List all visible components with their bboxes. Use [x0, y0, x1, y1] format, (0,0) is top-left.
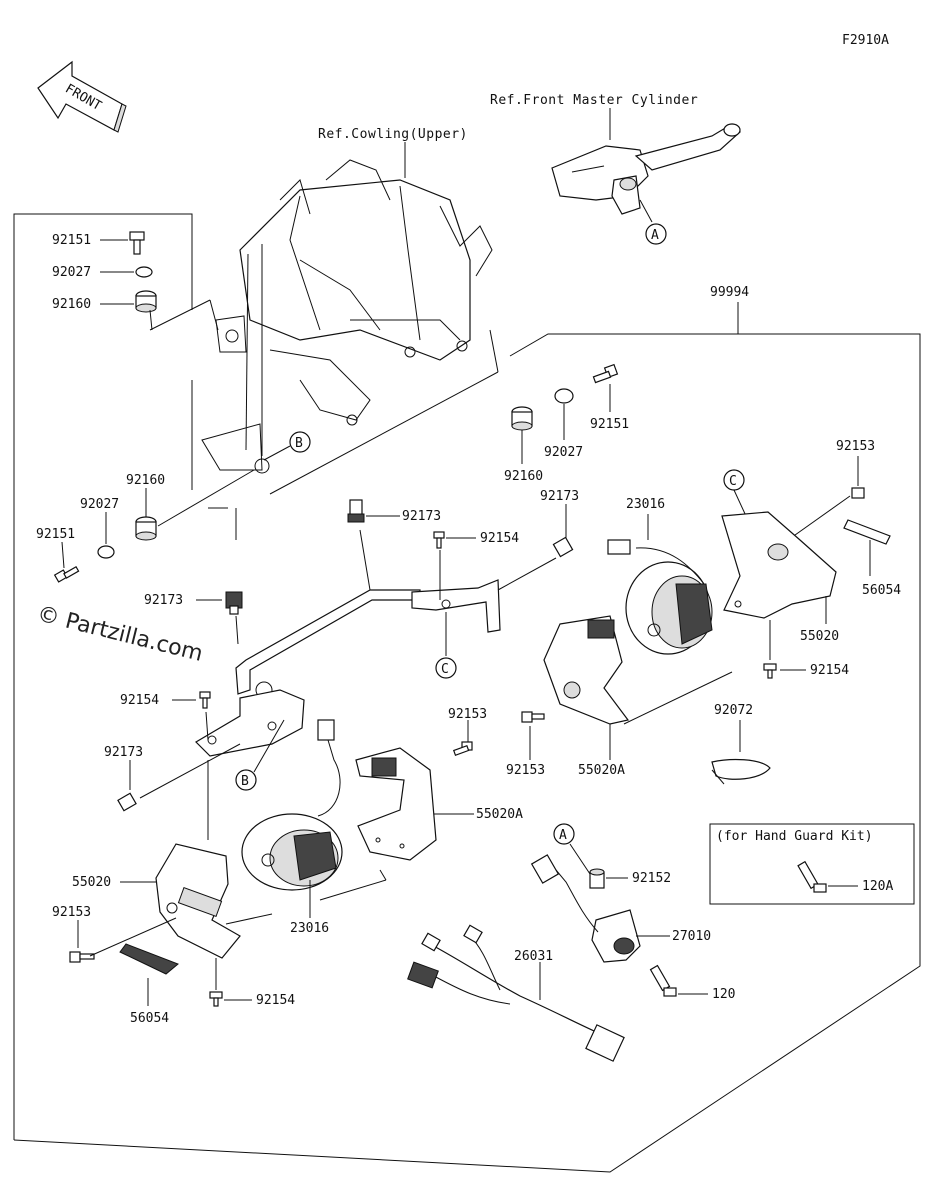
- bolt-92154-right-icon: [763, 663, 777, 679]
- svg-text:B: B: [241, 774, 249, 789]
- part-92160-right[interactable]: 92160: [504, 469, 543, 484]
- part-92173-left[interactable]: 92173: [144, 593, 183, 608]
- bolt-92151-icon: [129, 231, 145, 255]
- callout-c-mid: C: [435, 657, 457, 679]
- bolt-92154-left-icon: [199, 691, 211, 709]
- cable-tie-92072-icon: [711, 758, 771, 785]
- diagram-id: F2910A: [842, 33, 889, 48]
- reflector-56054-right: [843, 519, 891, 545]
- right-lamp-23016: [607, 539, 713, 655]
- part-55020-right[interactable]: 55020: [800, 629, 839, 644]
- part-92152[interactable]: 92152: [632, 871, 671, 886]
- right-lamp-housing-55020A: [543, 615, 630, 725]
- svg-text:C: C: [729, 474, 737, 489]
- part-92160-left[interactable]: 92160: [126, 473, 165, 488]
- switch-92173-right: [552, 536, 574, 558]
- ref-cowling-upper: Ref.Cowling(Upper): [318, 127, 468, 142]
- part-92154-top[interactable]: 92154: [480, 531, 519, 546]
- callout-b-top: B: [289, 431, 311, 453]
- part-92153-left[interactable]: 92153: [52, 905, 91, 920]
- part-26031[interactable]: 26031: [514, 949, 553, 964]
- bolt-92153-lower-icon: [521, 711, 545, 723]
- svg-text:B: B: [295, 436, 303, 451]
- bolt-120-icon: [649, 964, 677, 997]
- left-lamp-housing-55020: [155, 843, 241, 959]
- bolt-92153-mid-icon: [452, 741, 473, 756]
- bolt-92153-right-icon: [851, 487, 865, 499]
- cowling-frame-illustration: [201, 159, 493, 474]
- bolt-92154-bottom-icon: [209, 991, 223, 1007]
- part-92153-mid[interactable]: 92153: [448, 707, 487, 722]
- switch-27010: [530, 854, 641, 963]
- part-55020A-left[interactable]: 55020A: [476, 807, 523, 822]
- mounting-rail-illustration: [235, 529, 557, 699]
- part-92154-right[interactable]: 92154: [810, 663, 849, 678]
- part-92173-right[interactable]: 92173: [540, 489, 579, 504]
- callout-a-lower: A: [553, 823, 575, 845]
- callout-b-lower: B: [235, 769, 257, 791]
- callout-c-right: C: [723, 469, 745, 491]
- part-23016-right[interactable]: 23016: [626, 497, 665, 512]
- hand-guard-kit-label: (for Hand Guard Kit): [716, 829, 873, 844]
- bolt-120A-icon: [797, 860, 827, 893]
- master-cylinder-illustration: [551, 123, 741, 223]
- part-56054-left[interactable]: 56054: [130, 1011, 169, 1026]
- collar-92027-icon: [135, 266, 153, 278]
- part-92151-top[interactable]: 92151: [52, 233, 91, 248]
- grommet-92160-left-icon: [135, 516, 157, 541]
- part-92072[interactable]: 92072: [714, 703, 753, 718]
- grommet-92160-icon: [135, 290, 157, 313]
- part-92154-bottom[interactable]: 92154: [256, 993, 295, 1008]
- part-92154-left[interactable]: 92154: [120, 693, 159, 708]
- bolt-92151-left-icon: [53, 565, 80, 583]
- part-92153-lower[interactable]: 92153: [506, 763, 545, 778]
- watermark: © Partzilla.com: [35, 602, 206, 667]
- part-92173-top[interactable]: 92173: [402, 509, 441, 524]
- part-27010[interactable]: 27010: [672, 929, 711, 944]
- callout-a-top: A: [645, 223, 667, 245]
- part-92027-top[interactable]: 92027: [52, 265, 91, 280]
- right-lamp-housing-55020: [721, 511, 837, 619]
- front-arrow-icon: FRONT: [37, 60, 127, 133]
- svg-text:C: C: [441, 662, 449, 677]
- svg-text:A: A: [559, 828, 567, 843]
- part-92173-lower[interactable]: 92173: [104, 745, 143, 760]
- switch-92173-left: [225, 591, 243, 615]
- switch-92173-top: [347, 499, 365, 523]
- part-92027-right[interactable]: 92027: [544, 445, 583, 460]
- hand-guard-kit-box: [709, 823, 915, 905]
- part-92151-left[interactable]: 92151: [36, 527, 75, 542]
- part-55020-left[interactable]: 55020: [72, 875, 111, 890]
- left-mount-bracket-illustration: [195, 689, 305, 757]
- part-92160-top[interactable]: 92160: [52, 297, 91, 312]
- part-92153-right-top[interactable]: 92153: [836, 439, 875, 454]
- part-120A[interactable]: 120A: [862, 879, 893, 894]
- part-92027-left[interactable]: 92027: [80, 497, 119, 512]
- left-lamp-housing-55020A: [355, 747, 437, 861]
- bolt-92154-top-icon: [433, 531, 445, 549]
- bolt-92151-right-icon: [592, 363, 619, 384]
- wiring-harness-26031: [407, 924, 625, 1062]
- spacer-92152-icon: [589, 868, 605, 889]
- bolt-92153-left-icon: [69, 951, 95, 963]
- grommet-92160-right-icon: [511, 406, 533, 431]
- part-120[interactable]: 120: [712, 987, 735, 1002]
- left-lamp-23016: [241, 719, 343, 891]
- svg-text:A: A: [651, 228, 659, 243]
- collar-92027-left-icon: [97, 545, 115, 559]
- part-56054-right[interactable]: 56054: [862, 583, 901, 598]
- part-55020A-right[interactable]: 55020A: [578, 763, 625, 778]
- ref-front-master-cylinder: Ref.Front Master Cylinder: [490, 93, 698, 108]
- switch-92173-lower: [117, 792, 137, 812]
- part-23016-left[interactable]: 23016: [290, 921, 329, 936]
- kit-number[interactable]: 99994: [710, 285, 749, 300]
- collar-92027-right-icon: [554, 388, 574, 404]
- reflector-56054-left: [119, 943, 179, 975]
- part-92151-right[interactable]: 92151: [590, 417, 629, 432]
